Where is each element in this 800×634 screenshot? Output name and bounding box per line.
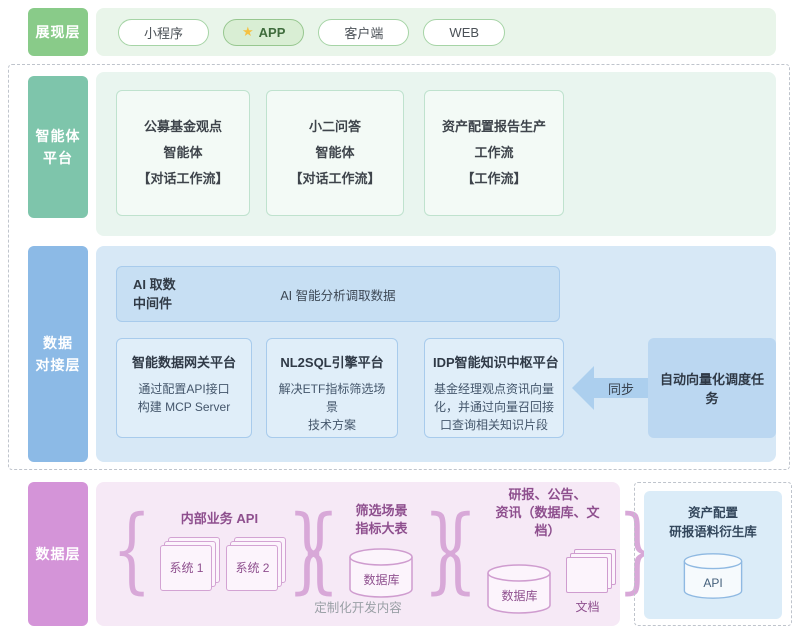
layer-label-text: 智能体 <box>35 128 81 144</box>
arrow-shaft: 同步 <box>594 378 648 398</box>
agent-box-qa: 小二问答 智能体 【对话工作流】 <box>266 90 404 216</box>
corpus-title: 资产配置 研报语料衍生库 <box>669 506 757 539</box>
agent-box-line: 【对话工作流】 <box>137 171 229 186</box>
group-research-docs: 研报、公告、 资讯（数据库、文档） 数据库 <box>436 487 659 614</box>
platform-desc: 技术方案 <box>307 418 356 432</box>
agent-platform-panel: 公募基金观点 智能体 【对话工作流】 小二问答 智能体 【对话工作流】 资产配置… <box>96 72 776 236</box>
layer-label-data-integration: 数据 对接层 <box>28 246 88 462</box>
agent-box-line: 智能体 <box>163 145 203 160</box>
database-label: 数据库 <box>363 572 400 587</box>
derived-corpus-panel: 资产配置 研报语料衍生库 API <box>644 491 782 619</box>
api-database-icon: API <box>682 552 744 600</box>
layer-label-text: 展现层 <box>35 24 81 40</box>
page-layer <box>566 556 609 593</box>
layer-label-text: 对接层 <box>35 357 81 373</box>
pill-web: WEB <box>423 18 506 46</box>
layer-label-text: 平台 <box>43 150 73 166</box>
system-card-1: 系统 1 <box>160 536 221 591</box>
auto-vectorize-scheduler-box: 自动向量化调度任务 <box>648 338 776 438</box>
layer-label-data: 数据层 <box>28 482 88 626</box>
documents-label: 文档 <box>575 599 600 614</box>
data-layer-panel: 内部业务 API 系统 1 系统 2 <box>96 482 620 626</box>
layer-label-agent-platform: 智能体 平台 <box>28 76 88 218</box>
pill-app: APP <box>223 18 305 46</box>
dashed-container-main <box>8 64 790 470</box>
documents-group: 文档 <box>566 548 617 615</box>
custom-development-caption: 定制化开发内容 <box>314 601 402 615</box>
platform-desc: 基金经理观点资讯向量化，并通过向量召回接口查询相关知识片段 <box>433 382 554 432</box>
left-brace-icon <box>436 504 479 597</box>
api-label: API <box>703 576 723 590</box>
group-title: 筛选场景 指标大表 <box>355 502 408 536</box>
platform-desc: 通过配置API接口 <box>138 382 230 396</box>
platform-title: NL2SQL引擎平台 <box>280 355 384 370</box>
layer-label-text: 数据 <box>43 335 73 351</box>
agent-box-line: 【工作流】 <box>461 171 527 186</box>
database-icon: 数据库 <box>486 563 552 615</box>
platform-title: 智能数据网关平台 <box>131 355 236 370</box>
pill-client: 客户端 <box>318 18 410 46</box>
layer-label-presentation: 展现层 <box>28 8 88 56</box>
middleware-desc: AI 智能分析调取数据 <box>280 288 396 303</box>
system-card-2: 系统 2 <box>226 536 287 591</box>
agent-box-fund-views: 公募基金观点 智能体 【对话工作流】 <box>116 90 250 216</box>
system-card-label: 系统 2 <box>226 544 279 591</box>
agent-box-line: 公募基金观点 <box>143 119 222 134</box>
dashed-container-derived-corpus: 资产配置 研报语料衍生库 API <box>634 482 792 626</box>
group-internal-business-api: 内部业务 API 系统 1 系统 2 <box>110 490 329 610</box>
document-stack-icon <box>566 548 617 593</box>
arrow-head <box>572 366 594 410</box>
layer-label-text: 数据层 <box>35 546 81 562</box>
platform-desc: 解决ETF指标筛选场景 <box>278 382 386 414</box>
sync-label: 同步 <box>607 381 634 397</box>
platform-title: IDP智能知识中枢平台 <box>433 355 559 370</box>
middleware-title: AI 取数 中间件 <box>133 277 176 311</box>
platform-box-nl2sql: NL2SQL引擎平台 解决ETF指标筛选场景 技术方案 <box>266 338 398 438</box>
star-icon <box>242 24 254 40</box>
left-brace-icon <box>110 504 153 597</box>
pill-mini-program: 小程序 <box>118 18 210 46</box>
agent-box-line: 智能体 <box>315 145 355 160</box>
data-integration-panel: AI 取数 中间件 AI 智能分析调取数据 智能数据网关平台 通过配置API接口… <box>96 246 776 462</box>
system-card-label: 系统 1 <box>160 544 213 591</box>
pill-label: 小程序 <box>144 25 184 41</box>
group-indicator-table: 筛选场景 指标大表 数据库 <box>298 490 465 610</box>
pill-label: APP <box>258 24 286 40</box>
agent-box-line: 小二问答 <box>308 119 361 134</box>
agent-box-line: 工作流 <box>474 145 514 160</box>
group-title: 研报、公告、 资讯（数据库、文档） <box>495 486 600 538</box>
platform-box-data-gateway: 智能数据网关平台 通过配置API接口 构建 MCP Server <box>116 338 252 438</box>
database-label: 数据库 <box>501 588 538 603</box>
database-icon: 数据库 <box>348 547 414 599</box>
agent-box-line: 资产配置报告生产 <box>441 119 546 134</box>
agent-box-report-workflow: 资产配置报告生产 工作流 【工作流】 <box>424 90 564 216</box>
pill-label: 客户端 <box>344 25 384 41</box>
left-brace-icon <box>298 504 341 597</box>
agent-box-line: 【对话工作流】 <box>289 171 381 186</box>
group-title: 内部业务 API <box>180 510 259 526</box>
presentation-layer-panel: 小程序 APP 客户端 WEB <box>96 8 776 56</box>
platform-desc: 构建 MCP Server <box>137 400 231 414</box>
ai-data-middleware-box: AI 取数 中间件 AI 智能分析调取数据 <box>116 266 560 322</box>
platform-box-idp-knowledge-hub: IDP智能知识中枢平台 基金经理观点资讯向量化，并通过向量召回接口查询相关知识片… <box>424 338 564 438</box>
pill-label: WEB <box>449 24 480 40</box>
sync-arrow-icon: 同步 <box>572 366 648 410</box>
